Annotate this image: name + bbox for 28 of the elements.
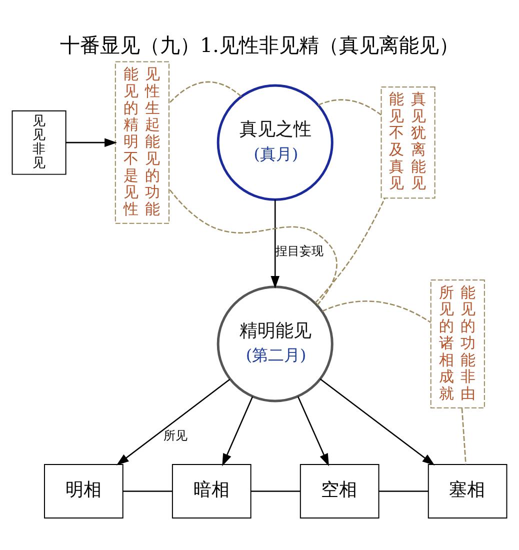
node-box: 见见非见 xyxy=(12,110,66,175)
node-box: 能见不及真见 真见犹离能见 xyxy=(380,86,436,199)
edge-label: 捏目妄现 xyxy=(275,244,324,258)
arrow xyxy=(116,378,230,466)
node-box: 明相 xyxy=(44,464,124,519)
connector xyxy=(168,188,338,306)
node-circle: 真见之性 (真月) xyxy=(216,84,334,201)
edge-label: 所见 xyxy=(163,428,188,442)
connector xyxy=(318,99,382,116)
node-box: 所见的诸相成就 能见的功能非由 xyxy=(430,279,485,408)
arrow xyxy=(297,396,329,466)
node-circle: 精明能见 (第二月) xyxy=(216,286,334,402)
arrow xyxy=(66,138,118,147)
node-box: 能见的精明不是见性 见性生起能见的功能 xyxy=(114,61,170,224)
diagram-title: 十番显见（九）1.见性非见精（真见离能见） xyxy=(60,34,459,57)
connector xyxy=(250,490,300,492)
connector xyxy=(461,408,466,464)
connector xyxy=(378,490,428,492)
node-box: 空相 xyxy=(300,464,380,519)
connector xyxy=(122,490,172,492)
connector xyxy=(168,81,242,104)
connector xyxy=(322,300,431,323)
node-box: 暗相 xyxy=(172,464,252,519)
arrow xyxy=(320,378,435,466)
connector xyxy=(314,198,386,304)
node-box: 塞相 xyxy=(428,464,508,519)
arrow xyxy=(270,200,280,289)
arrow xyxy=(222,396,254,466)
